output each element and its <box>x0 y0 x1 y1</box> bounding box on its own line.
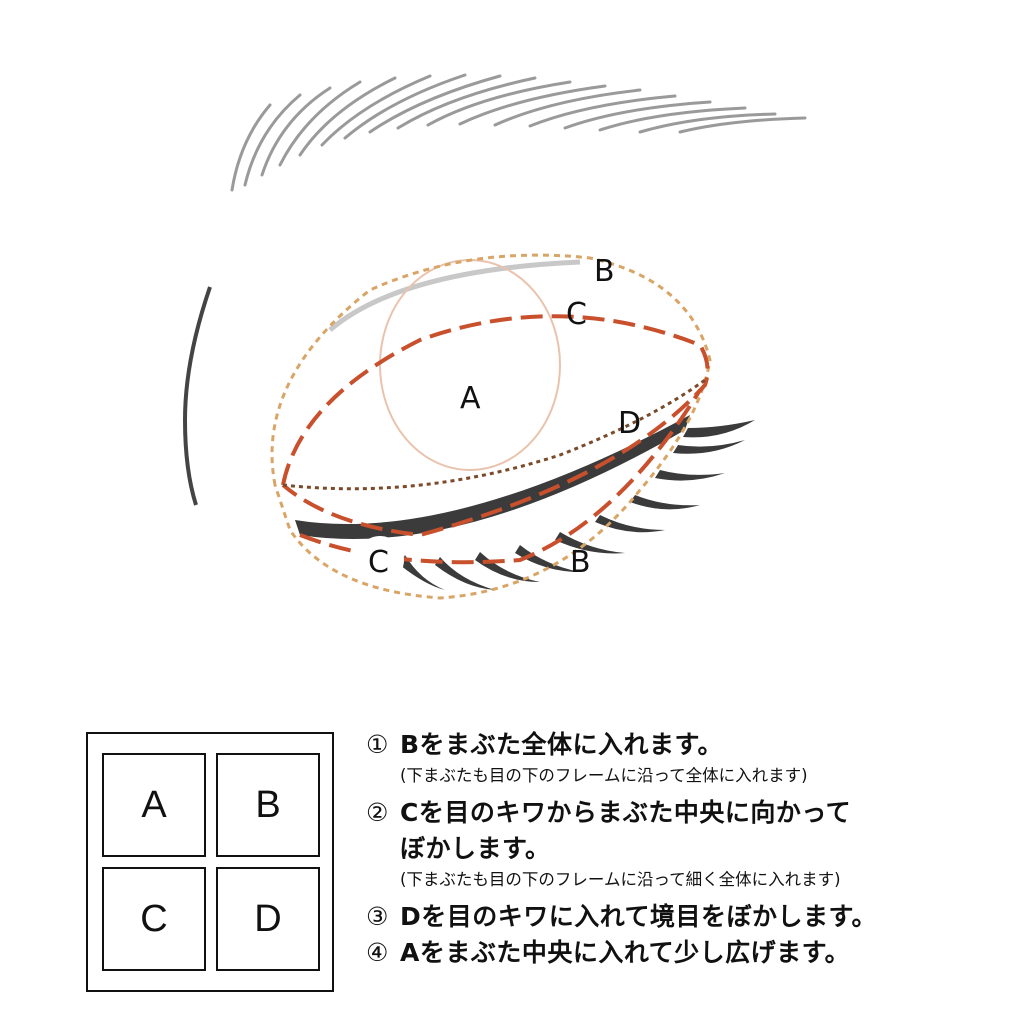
zone-a-circle <box>379 259 561 471</box>
zone-d-line <box>282 378 706 491</box>
palette-cell-b: B <box>216 753 320 857</box>
nose-line <box>182 286 212 506</box>
step-text: Bをまぶた全体に入れます。 <box>400 730 724 759</box>
palette-cell-c: C <box>102 867 206 971</box>
step-2-note: (下まぶたも目の下のフレームに沿って細く全体に入れます) <box>400 870 841 889</box>
step-2-continued: ぼかします。 <box>400 834 551 863</box>
step-number: ④ <box>366 938 389 967</box>
step-1: ① Bをまぶた全体に入れます。 <box>366 727 877 763</box>
step-number: ② <box>366 798 389 827</box>
label-c-bottom-bg <box>356 536 404 584</box>
label-b-top: B <box>594 254 615 289</box>
eye-makeup-diagram: B C A D C B <box>182 73 807 600</box>
step-text: Dを目のキワに入れて境目をぼかします。 <box>400 902 878 931</box>
eyeshadow-palette: A B C D <box>86 732 334 992</box>
label-b-bottom: B <box>570 545 591 580</box>
step-1-note: (下まぶたも目の下のフレームに沿って全体に入れます) <box>400 766 808 785</box>
palette-cell-a: A <box>102 753 206 857</box>
step-text: Aをまぶた中央に入れて少し広げます。 <box>400 938 851 967</box>
zone-c-upper <box>281 314 710 538</box>
label-a: A <box>460 381 481 416</box>
crease-line <box>328 259 581 332</box>
step-number: ① <box>366 730 389 759</box>
step-3: ③ Dを目のキワに入れて境目をぼかします。 <box>366 899 877 935</box>
label-d: D <box>618 406 641 441</box>
step-number: ③ <box>366 902 389 931</box>
eyebrow <box>230 73 807 192</box>
step-text: Cを目のキワからまぶた中央に向かって <box>400 798 852 827</box>
label-c-top: C <box>566 297 587 332</box>
palette-cell-d: D <box>216 867 320 971</box>
instruction-steps: ① Bをまぶた全体に入れます。 (下まぶたも目の下のフレームに沿って全体に入れます… <box>366 727 877 971</box>
step-2: ② Cを目のキワからまぶた中央に向かって <box>366 795 877 831</box>
zone-b-outline <box>270 253 712 600</box>
label-c-bottom: C <box>368 545 389 580</box>
step-4: ④ Aをまぶた中央に入れて少し広げます。 <box>366 935 877 971</box>
